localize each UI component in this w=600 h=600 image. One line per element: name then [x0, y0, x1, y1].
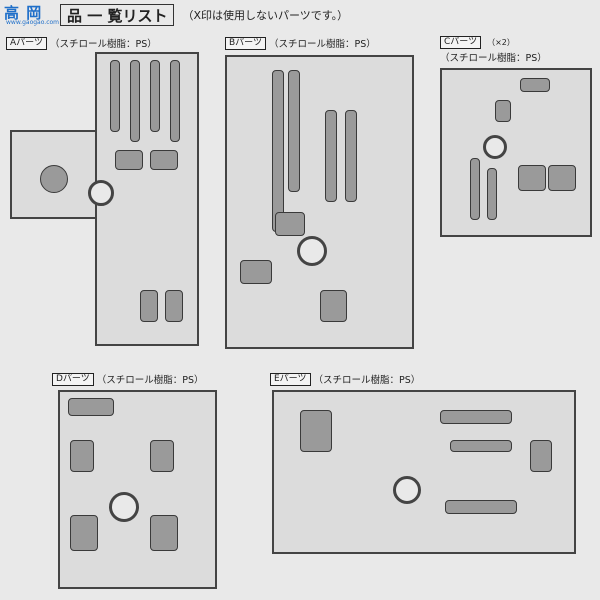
watermark-url: www.gaogao.com: [6, 19, 60, 26]
sheet-e-part: [445, 500, 517, 514]
sheet-b-tag: Bパーツ: [225, 36, 266, 50]
sheet-a-part: [115, 150, 143, 170]
sheet-c-tag: Cパーツ: [440, 36, 482, 49]
sheet-c-count: （×2）: [487, 38, 515, 47]
sheet-e-part: [440, 410, 512, 424]
sheet-d-part: [70, 515, 98, 551]
sheet-a-part: [170, 60, 180, 142]
sheet-c-frame: [440, 68, 592, 237]
sheet-d-label: Dパーツ （スチロール樹脂：PS）: [52, 372, 204, 386]
sheet-a-gate-ring: [88, 180, 114, 206]
sheet-d-part: [150, 440, 174, 472]
sheet-d-tag: Dパーツ: [52, 372, 94, 386]
sheet-d-part: [70, 440, 94, 472]
sheet-b-part: [272, 70, 284, 232]
sheet-e-part: [300, 410, 332, 452]
sheet-c-part: [518, 165, 546, 191]
sheet-b-material: （スチロール樹脂：PS）: [269, 39, 376, 50]
sheet-a-material: （スチロール樹脂：PS）: [49, 39, 157, 50]
sheet-a-part: [130, 60, 140, 142]
sheet-b-part: [320, 290, 347, 322]
page-note: （X印は使用しないパーツです。）: [182, 9, 349, 22]
sheet-c-gate-ring: [483, 135, 507, 159]
sheet-e-part: [450, 440, 512, 452]
sheet-a-part: [40, 165, 68, 193]
sheet-c-part: [548, 165, 576, 191]
sheet-a-part: [110, 60, 120, 132]
sheet-b-part: [275, 212, 305, 236]
sheet-e-part: [530, 440, 552, 472]
sheet-b-part: [345, 110, 357, 202]
sheet-b-gate-ring: [297, 236, 327, 266]
page-title: 品 一 覧リスト: [60, 4, 175, 26]
sheet-c-material: （スチロール樹脂：PS）: [440, 53, 547, 64]
sheet-b-label: Bパーツ （スチロール樹脂：PS）: [225, 36, 376, 50]
sheet-c-material-row: （スチロール樹脂：PS）: [440, 50, 547, 64]
sheet-d-part: [68, 398, 114, 416]
sheet-e-tag: Eパーツ: [270, 372, 311, 386]
sheet-c-part: [487, 168, 497, 220]
sheet-a-part: [140, 290, 158, 322]
sheet-d-material: （スチロール樹脂：PS）: [96, 375, 204, 386]
sheet-a-part: [165, 290, 183, 322]
sheet-c-part: [495, 100, 511, 122]
sheet-a-part: [150, 60, 160, 132]
sheet-d-part: [150, 515, 178, 551]
sheet-a-tag: Aパーツ: [6, 36, 47, 50]
watermark-logo: 高 岡: [4, 4, 43, 22]
sheet-e-label: Eパーツ （スチロール樹脂：PS）: [270, 372, 420, 386]
sheet-e-gate-ring: [393, 476, 421, 504]
sheet-d-gate-ring: [109, 492, 139, 522]
sheet-c-part: [470, 158, 480, 220]
sheet-b-part: [288, 70, 300, 192]
sheet-b-frame: [225, 55, 414, 349]
sheet-c-label: Cパーツ （×2）: [440, 36, 515, 49]
sheet-a-part: [150, 150, 178, 170]
sheet-b-part: [240, 260, 272, 284]
sheet-e-material: （スチロール樹脂：PS）: [313, 375, 421, 386]
sheet-c-part: [520, 78, 550, 92]
sheet-d-frame: [58, 390, 217, 589]
page-header: 品 一 覧リスト （X印は使用しないパーツです。）: [60, 4, 348, 26]
sheet-b-part: [325, 110, 337, 202]
sheet-a-label: Aパーツ （スチロール樹脂：PS）: [6, 36, 157, 50]
